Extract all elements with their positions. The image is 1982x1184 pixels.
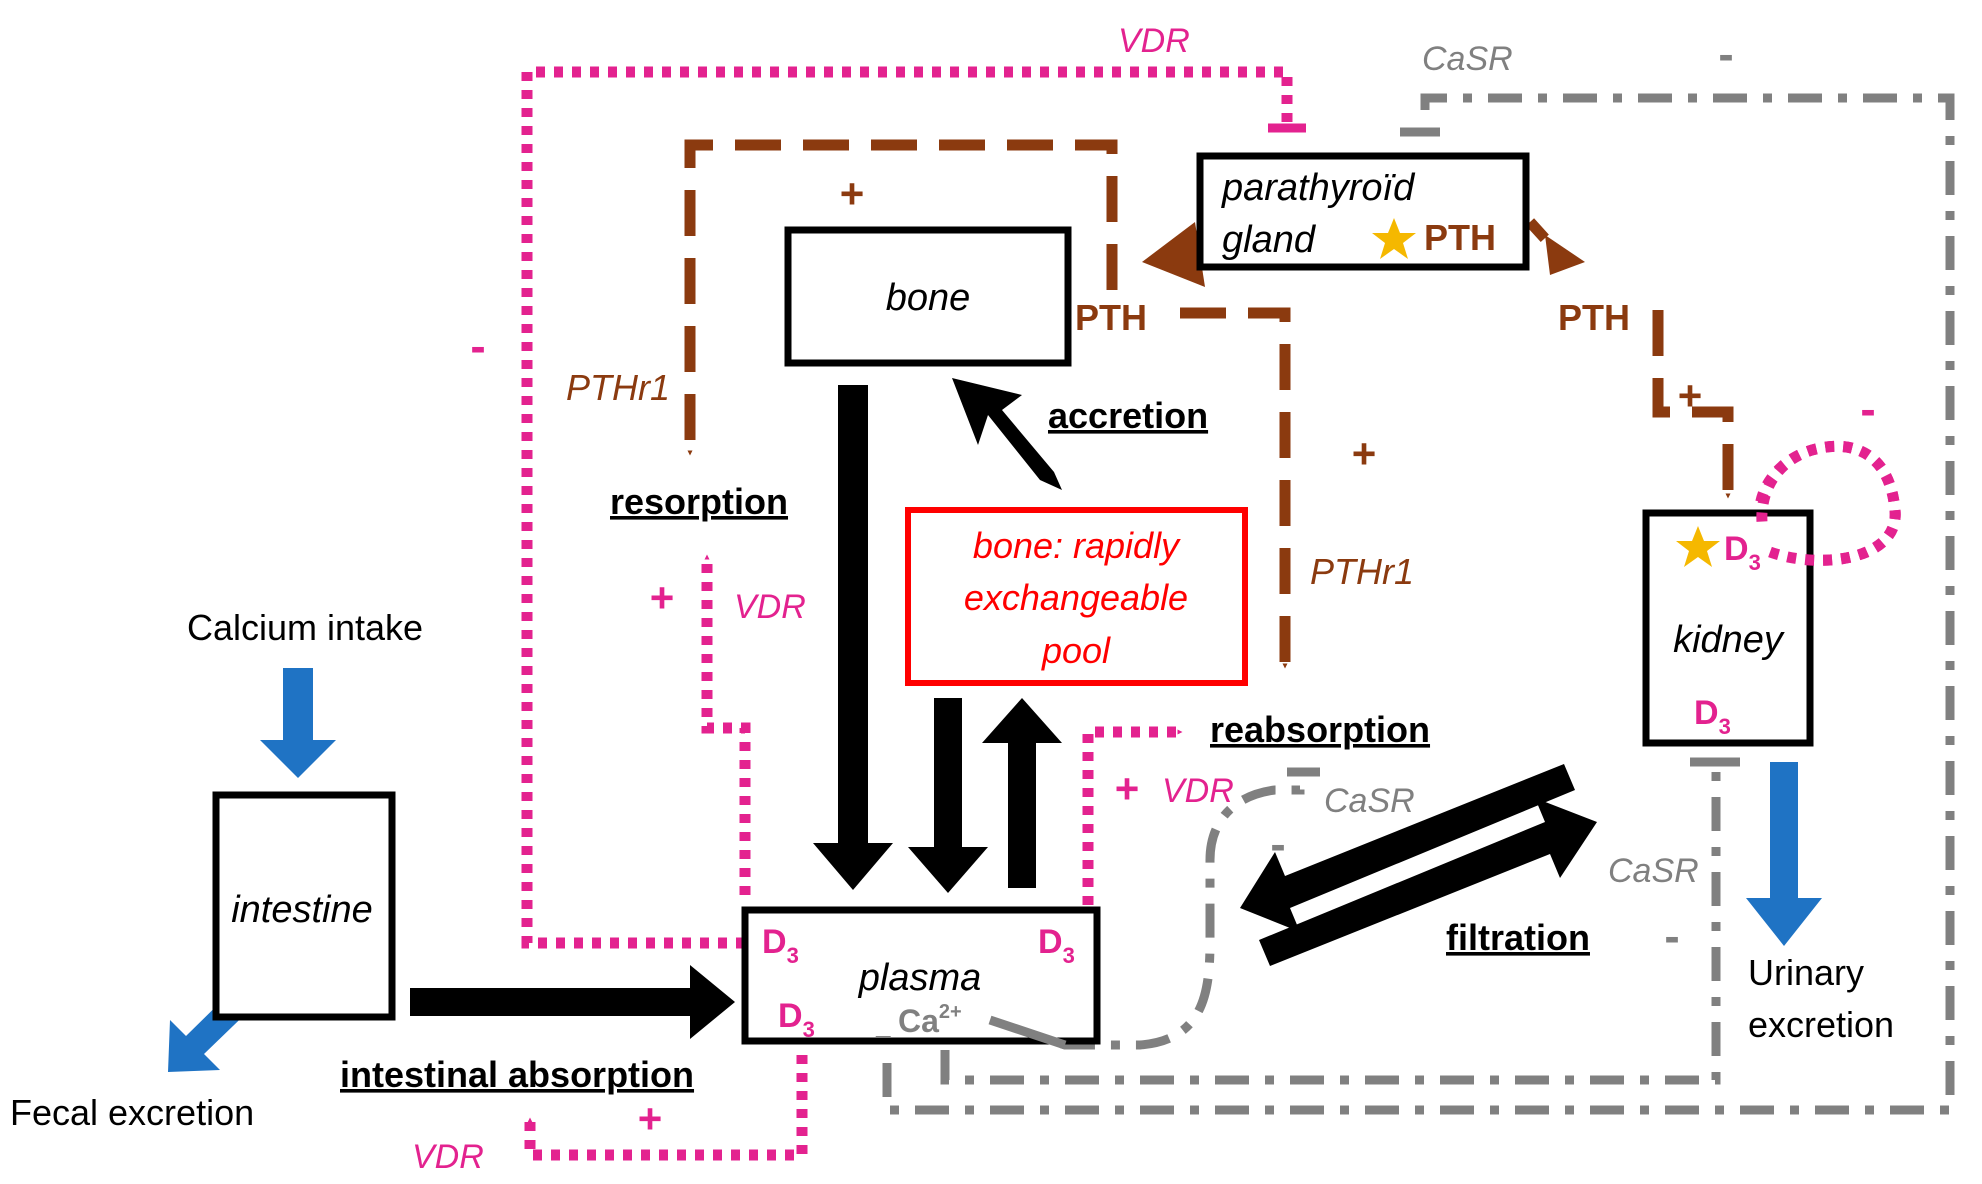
plus-vdr-resorption: + [650, 574, 675, 621]
plus-pth-bone: + [840, 170, 865, 217]
fecal-excretion-label: Fecal excretion [10, 1092, 254, 1133]
vdr-labels: VDR VDR VDR VDR - + + + - [412, 22, 1876, 1176]
vdr-kidney-loop-overlay [1756, 440, 1901, 566]
d3-plasma-right: D3 [1038, 923, 1075, 968]
vdr-label-reabsorption: VDR [1162, 772, 1234, 810]
pth-connector-right [1525, 218, 1565, 259]
casr-over-plasma [988, 1015, 1067, 1050]
d3-kidney-top: D3 [1724, 530, 1761, 575]
pool-label-line2: exchangeable [964, 577, 1188, 618]
bone-label: bone [886, 277, 971, 319]
plasma-calcium-minus: _ [875, 1010, 891, 1040]
parathyroid-label-line2: gland [1222, 219, 1317, 261]
bone-box [784, 226, 1072, 367]
kidney-to-plasma-filtration-arrow [1240, 764, 1575, 932]
kidney-label: kidney [1673, 619, 1785, 661]
parathyroid-box [1196, 152, 1530, 271]
minus-vdr-parathyroid: - [470, 320, 485, 372]
plus-pth-reabsorption: + [1352, 430, 1377, 477]
vdr-label-top: VDR [1118, 22, 1190, 60]
plasma-box [741, 906, 1101, 1045]
intestinal-absorption-label: intestinal absorption [340, 1054, 694, 1095]
intestine-to-plasma-arrow [410, 965, 735, 1039]
compartment-boxes [212, 152, 1814, 1045]
urinary-excretion-label-line1: Urinary [1748, 952, 1864, 993]
parathyroid-star-icon [1372, 218, 1416, 259]
vdr-label-absorption: VDR [412, 1138, 484, 1176]
vdr-plasma-to-absorption [524, 1055, 808, 1161]
intestine-box [212, 791, 396, 1021]
d3-plasma-left: D3 [762, 923, 799, 968]
pth-label-kidney: PTH [1558, 297, 1630, 338]
intestine-label: intestine [231, 889, 373, 931]
casr-label-reabsorption: CaSR [1324, 782, 1415, 820]
minus-casr-kidney: - [1664, 910, 1679, 962]
plus-pth-kidney: + [1678, 372, 1703, 419]
exchangeable-pool-box [905, 507, 1248, 686]
pool-label-line3: pool [1041, 630, 1111, 671]
filtration-label: filtration [1446, 917, 1590, 958]
parathyroid-label-line1: parathyroïd [1221, 167, 1416, 209]
pthr1-label-kidney: PTHr1 [1310, 551, 1414, 592]
resorption-label: resorption [610, 481, 788, 522]
pool-label-line1: bone: rapidly [973, 525, 1181, 566]
urinary-excretion-label-line2: excretion [1748, 1004, 1894, 1045]
urinary-excretion-arrow [1746, 762, 1822, 946]
minus-casr-reabsorption: - [1270, 818, 1285, 870]
plasma-label: plasma [858, 957, 982, 999]
calcium-flows [410, 378, 1597, 1039]
reabsorption-label: reabsorption [1210, 709, 1430, 750]
casr-label-top: CaSR [1422, 40, 1513, 78]
kidney-box [1642, 509, 1814, 747]
casr-labels: CaSR CaSR CaSR - - - [1270, 28, 1733, 962]
plasma-to-pool-arrow [982, 698, 1062, 888]
plus-vdr-reabsorption: + [1115, 765, 1140, 812]
d3-kidney-bottom: D3 [1694, 694, 1731, 739]
pth-label-bone: PTH [1075, 297, 1147, 338]
plasma-calcium-label: Ca2+ [898, 1001, 962, 1039]
pool-to-bone-accretion-arrow [952, 378, 1062, 490]
parathyroid-pth-label: PTH [1424, 217, 1496, 258]
casr-outer-loop [882, 93, 1955, 1115]
pool-to-plasma-arrow [908, 698, 988, 893]
pth-to-reabsorption [1180, 307, 1291, 669]
d3-plasma-bottom: D3 [778, 997, 815, 1042]
kidney-star-icon [1676, 526, 1720, 567]
pth-to-kidney [1652, 310, 1734, 499]
plus-vdr-absorption: + [638, 1095, 663, 1142]
pthr1-label-bone: PTHr1 [566, 367, 670, 408]
pth-arrow-right [1545, 235, 1585, 275]
vdr-plasma-to-resorption [701, 554, 751, 895]
vdr-plasma-to-reabsorption [1082, 726, 1183, 905]
minus-casr-parathyroid: - [1718, 28, 1733, 80]
vdr-plasma-to-parathyroid [521, 66, 1293, 949]
plasma-to-kidney-filtration-arrow [1259, 798, 1597, 966]
minus-vdr-kidney: - [1860, 383, 1875, 435]
accretion-label: accretion [1048, 395, 1208, 436]
intake-arrow [260, 668, 336, 778]
bone-to-plasma-arrow [813, 385, 893, 890]
vdr-label-resorption: VDR [734, 588, 806, 626]
casr-plasma-to-reabsorption [988, 770, 1305, 1050]
pth-signals [684, 139, 1734, 669]
pth-to-bone-resorption [684, 139, 1118, 456]
casr-label-kidney: CaSR [1608, 852, 1699, 890]
calcium-intake-label: Calcium intake [187, 607, 423, 648]
pth-labels: PTH PTH PTHr1 PTHr1 + + + [566, 170, 1702, 592]
vitamin-d3-labels: D3 D3 D3 D3 D3 [762, 530, 1761, 1042]
casr-blunt-ends [1287, 127, 1740, 777]
